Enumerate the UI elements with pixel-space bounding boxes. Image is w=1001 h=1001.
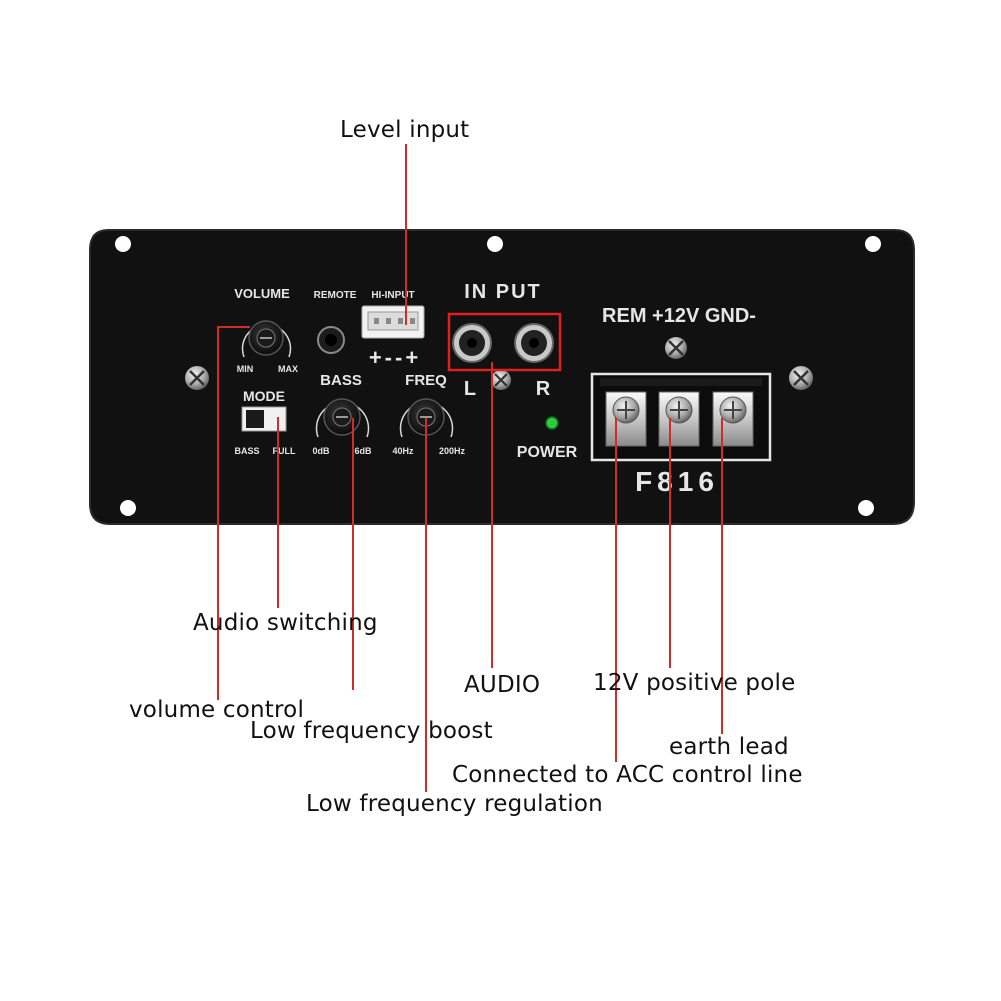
rca-input-right[interactable] (514, 323, 554, 363)
rca-highlight-box (447, 312, 562, 372)
bass-max-label: 6dB (354, 446, 372, 456)
remote-jack[interactable] (317, 326, 345, 354)
hi-input-connector[interactable] (361, 305, 425, 339)
bass-min-label: 0dB (312, 446, 330, 456)
volume-label: VOLUME (234, 286, 290, 301)
mounting-hole (115, 236, 131, 252)
freq-max-label: 200Hz (439, 446, 466, 456)
hi-input-polarity: +--+ (369, 345, 421, 370)
mounting-holes (115, 236, 881, 516)
power-label: POWER (517, 444, 578, 461)
callout-earth-lead: earth lead (669, 734, 789, 760)
mode-full-label: FULL (273, 446, 296, 456)
callout-12v-positive-pole: 12V positive pole (593, 670, 796, 696)
screw-icon (185, 366, 209, 390)
freq-min-label: 40Hz (392, 446, 414, 456)
callout-audio-switching: Audio switching (193, 610, 378, 636)
screw-icon (491, 370, 511, 390)
hi-input-label: HI-INPUT (371, 290, 414, 301)
terminal-screw-rem[interactable] (605, 391, 647, 447)
mode-switch[interactable] (241, 406, 287, 432)
callout-low-frequency-boost: Low frequency boost (250, 718, 493, 744)
callout-volume-control: volume control (129, 697, 305, 723)
mounting-hole (865, 236, 881, 252)
callout-level-input: Level input (340, 117, 470, 143)
leader-line-volume (217, 326, 250, 700)
bass-knob[interactable] (323, 398, 361, 436)
input-label: IN PUT (464, 281, 542, 303)
model-label: F816 (635, 466, 719, 497)
volume-max-label: MAX (278, 364, 298, 374)
terminal-screw-12v[interactable] (658, 391, 700, 447)
mounting-hole (858, 500, 874, 516)
mounting-hole (120, 500, 136, 516)
mode-label: MODE (243, 388, 285, 404)
callout-acc-control-line: Connected to ACC control line (452, 762, 803, 788)
terminal-screw-gnd[interactable] (712, 391, 754, 447)
power-led (545, 416, 559, 430)
screw-icon (789, 366, 813, 390)
terminal-labels: REM +12V GND- (602, 305, 756, 327)
callout-audio: AUDIO (464, 672, 541, 698)
mode-bass-label: BASS (234, 446, 259, 456)
input-right-label: R (536, 378, 551, 400)
volume-knob[interactable] (248, 320, 284, 356)
callout-low-frequency-regulation: Low frequency regulation (306, 791, 603, 817)
callout-lines (217, 144, 723, 792)
bass-label: BASS (320, 372, 362, 389)
freq-label: FREQ (405, 372, 447, 389)
input-left-label: L (464, 378, 476, 400)
volume-min-label: MIN (237, 364, 254, 374)
rca-input-left[interactable] (452, 323, 492, 363)
remote-label: REMOTE (314, 290, 357, 301)
screw-icon (665, 337, 687, 359)
mounting-hole (487, 236, 503, 252)
